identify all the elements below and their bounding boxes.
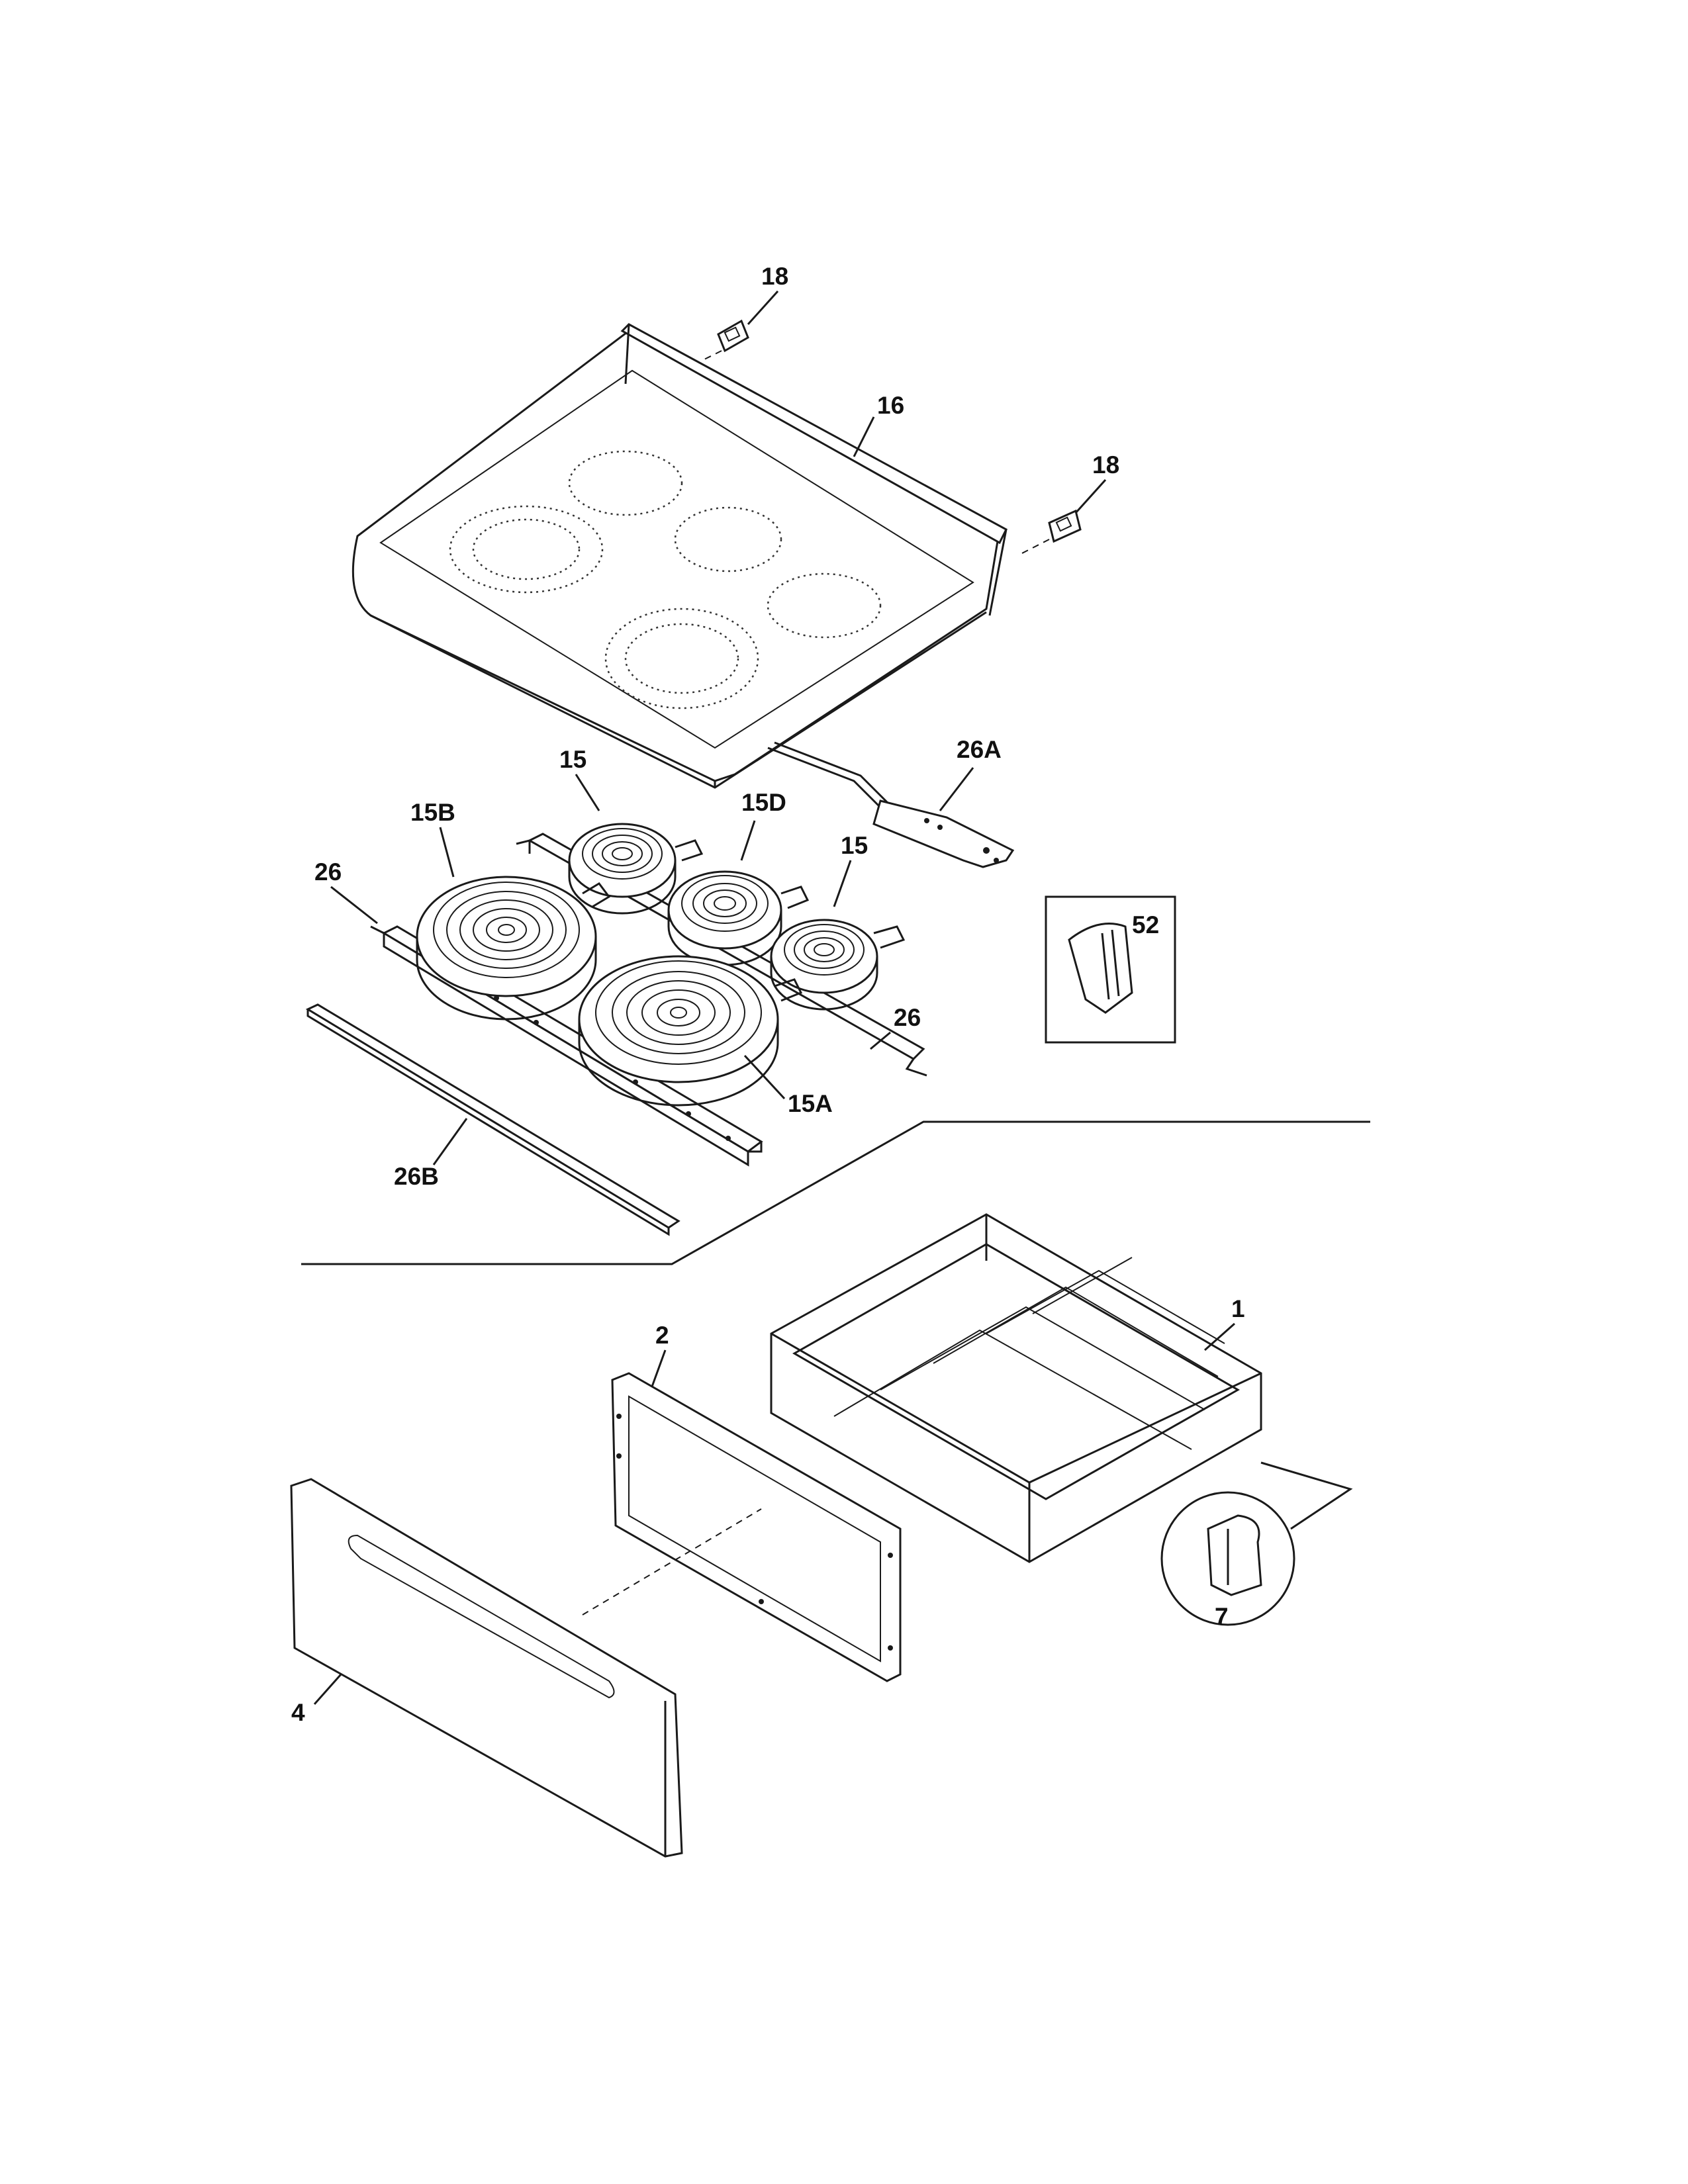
- callout-26B: 26B: [394, 1163, 439, 1190]
- callout-18-top: 18: [761, 263, 788, 290]
- bracket-18-top: [701, 319, 749, 361]
- wiring-harness-26A: [767, 741, 1015, 868]
- callout-7: 7: [1215, 1603, 1229, 1630]
- callout-15A: 15A: [788, 1090, 833, 1117]
- drawer-body-1: [770, 1213, 1262, 1563]
- callout-26-left: 26: [314, 858, 342, 886]
- callout-leaders: [313, 290, 1235, 1705]
- detail-circle-7: [1160, 1461, 1353, 1626]
- drawer-liner-2: [611, 1372, 902, 1682]
- callout-52: 52: [1132, 911, 1159, 938]
- callout-15D: 15D: [741, 789, 786, 816]
- callout-26A: 26A: [957, 736, 1002, 763]
- section-divider-line: [301, 1120, 1370, 1265]
- alignment-dashed-line: [582, 1508, 762, 1615]
- trim-strip-26B: [305, 1003, 680, 1236]
- callout-15-right: 15: [841, 832, 868, 859]
- inset-box-52: [1045, 895, 1176, 1044]
- surface-element-15-top: [568, 823, 704, 915]
- callout-1: 1: [1231, 1295, 1245, 1322]
- surface-element-15-right: [770, 919, 906, 1011]
- callout-2: 2: [655, 1322, 669, 1349]
- callout-15B: 15B: [410, 799, 455, 826]
- callout-26-right: 26: [894, 1004, 921, 1031]
- callout-18-right: 18: [1092, 451, 1119, 478]
- surface-element-15A: [578, 955, 803, 1107]
- drawer-front-4: [290, 1478, 683, 1858]
- callout-16: 16: [877, 392, 904, 419]
- cooktop-glass-top: [352, 323, 1008, 789]
- callout-15-top: 15: [559, 746, 586, 773]
- surface-element-15B: [416, 876, 611, 1021]
- callout-4: 4: [291, 1699, 305, 1726]
- bracket-18-right: [1019, 509, 1082, 555]
